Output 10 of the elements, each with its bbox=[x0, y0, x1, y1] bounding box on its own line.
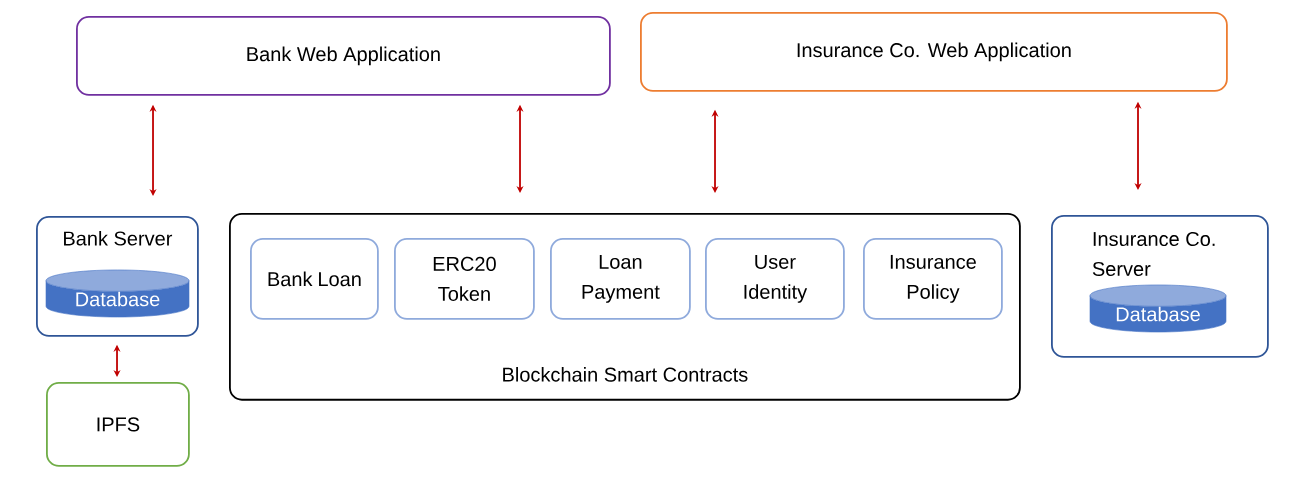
contract-box: Loan Payment bbox=[550, 238, 691, 320]
application-box: Bank Web Application bbox=[76, 16, 611, 96]
database-cylinder: Database bbox=[45, 269, 190, 318]
contract-box: Insurance Policy bbox=[863, 238, 1003, 320]
contract-box: Bank Loan bbox=[250, 238, 379, 320]
database-cylinder: Database bbox=[1089, 284, 1227, 333]
contract-box: ERC20 Token bbox=[394, 238, 535, 320]
contract-box: User Identity bbox=[705, 238, 845, 320]
storage-box: IPFS bbox=[46, 382, 190, 467]
application-box: Insurance Co. Web Application bbox=[640, 12, 1228, 92]
